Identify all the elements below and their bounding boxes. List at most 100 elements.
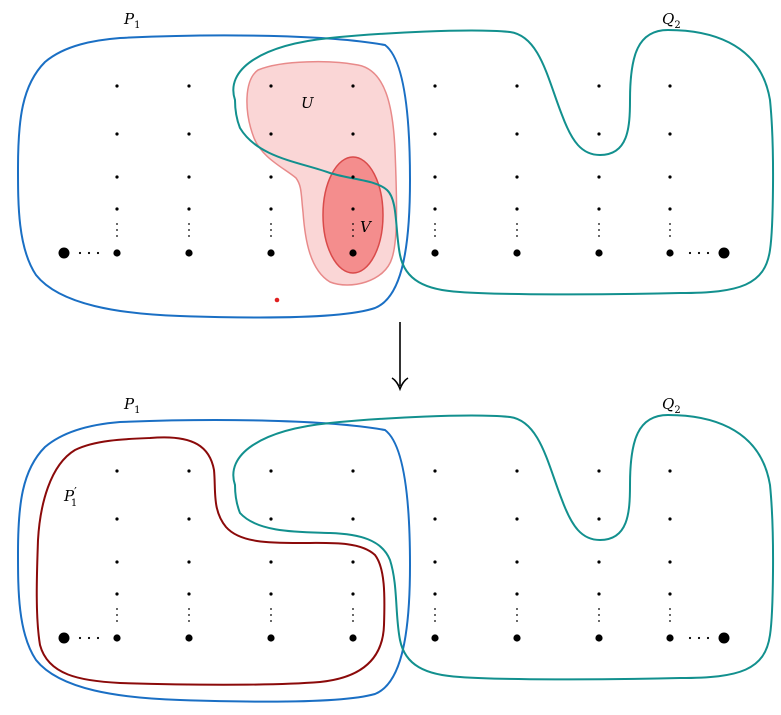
vertical-ellipsis-dot xyxy=(270,223,272,225)
grid-dot xyxy=(351,517,355,521)
vertical-ellipsis-dot xyxy=(598,608,600,610)
grid-dot xyxy=(668,132,672,136)
grid-dot xyxy=(269,560,273,564)
grid-dot xyxy=(433,132,437,136)
label-u: U xyxy=(301,94,315,112)
grid-dot xyxy=(433,592,437,596)
bottom-row-vertex xyxy=(349,249,357,257)
vertical-ellipsis-dot xyxy=(352,608,354,610)
terminal-vertex-right xyxy=(718,632,730,644)
vertical-ellipsis-dot xyxy=(434,620,436,622)
vertical-ellipsis-dot xyxy=(116,229,118,231)
vertical-ellipsis-dot xyxy=(188,223,190,225)
red-marker xyxy=(274,297,280,303)
vertical-ellipsis-dot xyxy=(188,620,190,622)
vertical-ellipsis-dot xyxy=(669,235,671,237)
vertical-ellipsis-dot xyxy=(516,614,518,616)
grid-dot xyxy=(668,517,672,521)
grid-dot xyxy=(115,207,119,211)
grid-dot xyxy=(187,517,191,521)
top-panel: P1 Q2 U V xyxy=(16,10,775,319)
grid-dot xyxy=(269,207,273,211)
horizontal-ellipsis-dot xyxy=(706,636,710,640)
vertical-ellipsis-dot xyxy=(352,620,354,622)
horizontal-ellipsis-dot xyxy=(96,636,100,640)
vertical-ellipsis-dot xyxy=(669,608,671,610)
grid-dot xyxy=(269,592,273,596)
vertical-ellipsis-dot xyxy=(188,614,190,616)
bottom-row-vertex xyxy=(513,249,521,257)
bottom-row-vertex xyxy=(431,249,439,257)
bottom-row-vertex xyxy=(267,249,275,257)
grid-dot xyxy=(668,175,672,179)
grid-dot xyxy=(668,560,672,564)
grid-dot xyxy=(115,469,119,473)
terminal-vertex-left xyxy=(58,247,70,259)
vertical-ellipsis-dot xyxy=(434,614,436,616)
bottom-row-vertex xyxy=(267,634,275,642)
vertical-ellipsis-dot xyxy=(270,614,272,616)
grid-dot xyxy=(433,560,437,564)
grid-dot xyxy=(668,592,672,596)
vertical-ellipsis-dot xyxy=(434,608,436,610)
vertical-ellipsis-dot xyxy=(116,608,118,610)
grid-dot xyxy=(597,207,601,211)
vertical-ellipsis-dot xyxy=(188,608,190,610)
grid-dot xyxy=(351,132,355,136)
vertical-ellipsis-dot xyxy=(598,620,600,622)
grid-dot xyxy=(597,517,601,521)
bottom-row-vertex xyxy=(113,249,121,257)
bottom-row-vertex xyxy=(185,634,193,642)
grid-dot xyxy=(351,592,355,596)
grid-dot xyxy=(351,469,355,473)
grid-dot xyxy=(597,132,601,136)
grid-dot xyxy=(433,207,437,211)
grid-dot xyxy=(115,175,119,179)
bottom-row-vertex xyxy=(513,634,521,642)
label-v: V xyxy=(360,218,373,236)
grid-dot xyxy=(515,560,519,564)
bottom-row-vertex xyxy=(113,634,121,642)
grid-dot xyxy=(187,132,191,136)
bottom-row-vertex xyxy=(349,634,357,642)
grid-dot xyxy=(269,132,273,136)
vertical-ellipsis-dot xyxy=(434,235,436,237)
vertical-ellipsis-dot xyxy=(598,229,600,231)
bottom-row-vertex xyxy=(185,249,193,257)
horizontal-ellipsis-dot xyxy=(96,251,100,255)
vertical-ellipsis-dot xyxy=(669,614,671,616)
grid-dot xyxy=(433,517,437,521)
vertical-ellipsis-dot xyxy=(352,229,354,231)
grid-dot xyxy=(597,560,601,564)
vertical-ellipsis-dot xyxy=(598,223,600,225)
grid-dot xyxy=(115,592,119,596)
vertical-ellipsis-dot xyxy=(188,235,190,237)
grid-dot xyxy=(515,469,519,473)
vertical-ellipsis-dot xyxy=(352,235,354,237)
horizontal-ellipsis-dot xyxy=(697,636,701,640)
bottom-row-vertex xyxy=(595,634,603,642)
grid-dot xyxy=(597,84,601,88)
terminal-vertex-left xyxy=(58,632,70,644)
horizontal-ellipsis-dot xyxy=(87,251,91,255)
bottom-row-vertex xyxy=(666,634,674,642)
grid-dot xyxy=(269,517,273,521)
horizontal-ellipsis-dot xyxy=(706,251,710,255)
vertical-ellipsis-dot xyxy=(669,620,671,622)
vertical-ellipsis-dot xyxy=(270,620,272,622)
grid-dot xyxy=(187,175,191,179)
vertical-ellipsis-dot xyxy=(188,229,190,231)
grid-dot xyxy=(515,132,519,136)
grid-dot xyxy=(597,175,601,179)
grid-dot xyxy=(115,132,119,136)
curve-p1-prime xyxy=(35,436,386,686)
curve-q2 xyxy=(232,28,775,296)
horizontal-ellipsis-dot xyxy=(78,636,82,640)
label-q2: Q2 xyxy=(662,10,681,31)
horizontal-ellipsis-dot xyxy=(87,636,91,640)
top-dot-grid xyxy=(58,84,730,259)
grid-dot xyxy=(433,469,437,473)
grid-dot xyxy=(269,469,273,473)
vertical-ellipsis-dot xyxy=(669,229,671,231)
transition-arrow xyxy=(391,322,409,392)
